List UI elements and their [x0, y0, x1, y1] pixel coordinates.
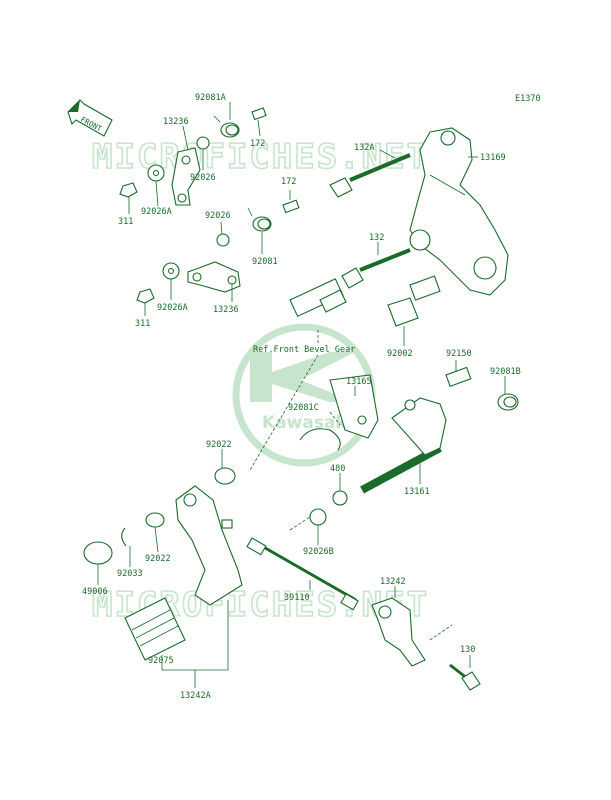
clip-92033	[121, 527, 127, 547]
washer-92026-a	[196, 136, 210, 150]
reference-note: Ref.Front Bevel Gear	[253, 345, 355, 355]
label-13236-lower: 13236	[213, 305, 239, 315]
label-311-lower: 311	[135, 319, 150, 329]
label-172-upper: 172	[250, 139, 265, 149]
label-49006: 49006	[82, 587, 108, 597]
shaft-13161	[360, 397, 447, 494]
washer-92026B	[309, 508, 327, 526]
label-480: 480	[330, 464, 345, 474]
lever-13236-lower	[187, 261, 241, 293]
label-92081A: 92081A	[195, 93, 226, 103]
nut-311-a	[119, 182, 138, 198]
front-bevel-shaft	[289, 278, 347, 318]
label-92026A-lower: 92026A	[157, 303, 188, 313]
label-39110: 39110	[284, 593, 310, 603]
diagram-code: E1370	[515, 94, 541, 104]
label-92022-lower: 92022	[145, 554, 171, 564]
pin-172-lower	[282, 199, 300, 214]
pin-172-upper	[251, 107, 267, 121]
label-92026A-upper: 92026A	[141, 207, 172, 217]
circlip-480	[332, 490, 348, 506]
washer-92022-b	[145, 512, 165, 528]
kawasaki-logo-text: Kawasaki	[262, 413, 353, 433]
label-92033: 92033	[117, 569, 143, 579]
label-92026-lower: 92026	[205, 211, 231, 221]
stud-92002	[387, 275, 441, 327]
label-92081C: 92081C	[288, 403, 319, 413]
label-92081: 92081	[252, 257, 278, 267]
label-92026B: 92026B	[303, 547, 334, 557]
label-92150: 92150	[446, 349, 472, 359]
plate-13165	[329, 374, 379, 439]
bolt-132	[341, 248, 411, 289]
label-13165: 13165	[346, 377, 372, 387]
pedal-13242A	[175, 485, 243, 606]
cap-49006	[83, 541, 113, 565]
washer-92022-a	[214, 467, 236, 485]
spring-92081	[247, 207, 272, 232]
label-92022-upper: 92022	[206, 440, 232, 450]
bolt-130	[449, 663, 481, 691]
label-92081B: 92081B	[490, 367, 521, 377]
label-92002: 92002	[387, 349, 413, 359]
rubber-92075	[124, 597, 186, 661]
label-13169: 13169	[480, 153, 506, 163]
label-132A: 132A	[354, 143, 374, 153]
label-13242A: 13242A	[180, 691, 211, 701]
lever-13242	[371, 597, 426, 667]
label-92075: 92075	[148, 656, 174, 666]
stud-92150	[445, 366, 472, 387]
spring-92081C	[299, 428, 341, 451]
label-13242: 13242	[380, 577, 406, 587]
bolt-132A	[329, 153, 411, 198]
front-arrow-icon: FRONT	[67, 99, 113, 137]
label-132: 132	[369, 233, 384, 243]
lever-13236-upper	[171, 147, 201, 206]
nut-311-b	[136, 288, 155, 304]
label-130: 130	[460, 645, 475, 655]
bracket-13169	[409, 127, 509, 296]
label-13161: 13161	[404, 487, 430, 497]
spring-92081B	[497, 393, 519, 411]
label-172-lower: 172	[281, 177, 296, 187]
washer-92026-b	[216, 233, 230, 247]
label-311-upper: 311	[118, 217, 133, 227]
rod-39110	[246, 537, 359, 611]
label-13236-upper: 13236	[163, 117, 189, 127]
label-92026-upper: 92026	[190, 173, 216, 183]
spring-92081A	[213, 115, 240, 138]
